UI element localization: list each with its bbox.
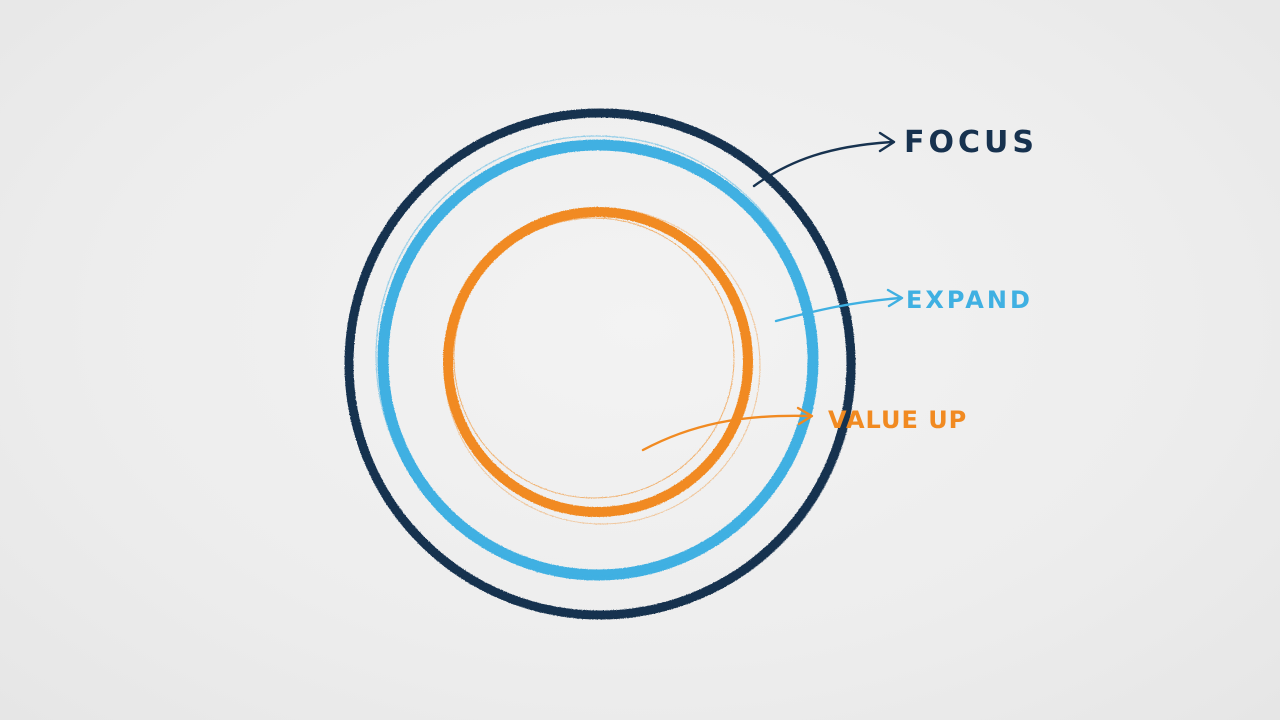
- value-up-label: VALUE UP: [828, 406, 967, 434]
- value-up-arrow: [641, 406, 814, 452]
- value-up-ring: [443, 207, 761, 525]
- value-up-arrow-head-icon: [796, 406, 814, 426]
- focus-ring: [344, 108, 856, 620]
- expand-ring: [375, 135, 819, 581]
- focus-arrow-shaft: [752, 140, 894, 188]
- value-up-ring-sketch-line-outer: [443, 207, 761, 525]
- value-up-ring-sketch-line: [453, 217, 735, 499]
- expand-arrow-shaft: [774, 296, 902, 323]
- focus-arrow-head-icon: [878, 131, 896, 153]
- focus-arrow: [752, 131, 896, 188]
- expand-arrow: [774, 288, 904, 323]
- focus-ring-stroke: [344, 108, 856, 620]
- expand-ring-sketch-line: [375, 135, 817, 577]
- focus-label: FOCUS: [904, 125, 1038, 160]
- focus-ring-sketch-line: [350, 113, 856, 619]
- value-up-ring-stroke: [443, 207, 753, 517]
- expand-ring-stroke: [377, 139, 819, 581]
- expand-arrow-head-icon: [886, 288, 904, 308]
- value-up-arrow-shaft: [641, 414, 812, 452]
- expand-label: EXPAND: [906, 286, 1033, 314]
